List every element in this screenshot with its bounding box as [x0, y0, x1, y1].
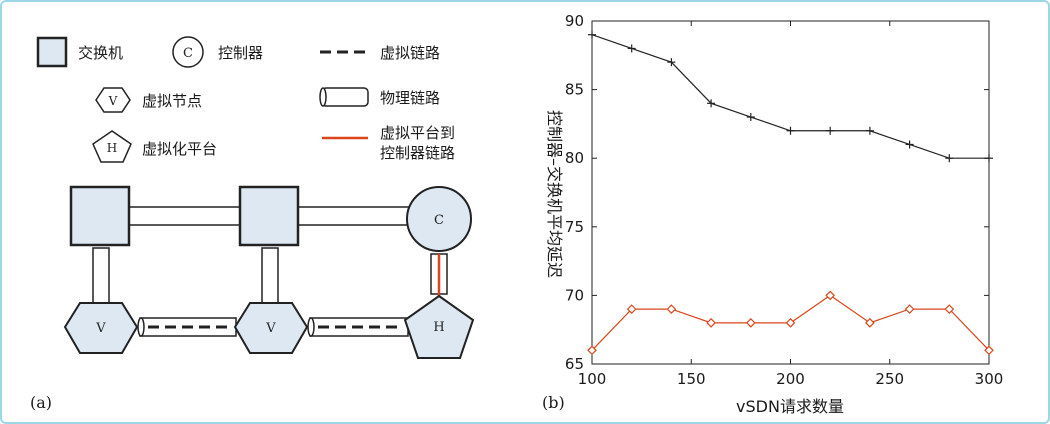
virtual-node-symbol: V [265, 321, 276, 336]
controller-node [406, 186, 472, 252]
virtual-node-symbol: V [95, 321, 106, 336]
series-line-1 [591, 34, 989, 159]
x-tick-label: 300 [975, 370, 1004, 388]
legend-physical-link-cap [319, 87, 327, 107]
x-tick-label: 150 [677, 370, 706, 388]
legend-virtual-node-icon [95, 87, 131, 113]
virtual-node [63, 302, 139, 354]
platform-node [403, 294, 475, 359]
physical-link [92, 247, 110, 305]
data-point [826, 126, 835, 135]
legend: 交换机 C 控制器 虚拟链路 V 虚拟节点 物理链路 H 虚拟化平台 虚拟平台到… [36, 36, 455, 163]
physical-link [261, 247, 279, 305]
network-diagram: C V V H [63, 185, 475, 359]
plot-area [591, 20, 990, 365]
y-axis-label: 控制器–交换机平均延迟 [545, 110, 564, 278]
data-point [746, 113, 755, 122]
data-point [588, 30, 596, 39]
data-point [667, 58, 676, 67]
platform-symbol: H [433, 320, 444, 335]
data-point [985, 154, 993, 163]
x-tick-label: 250 [875, 370, 904, 388]
data-point [865, 126, 874, 135]
panel-a-label: (a) [30, 393, 52, 412]
physical-link-cap [307, 317, 315, 337]
legend-virtual-link-label: 虚拟链路 [380, 44, 440, 62]
legend-switch-icon [36, 36, 68, 68]
physical-link [295, 206, 411, 226]
data-point [666, 304, 677, 314]
y-tick-label: 75 [565, 218, 584, 236]
data-point [706, 317, 716, 328]
data-point [945, 154, 954, 163]
legend-platform-symbol: H [107, 141, 117, 155]
legend-controller-icon [172, 36, 204, 68]
legend-controller-label: 控制器 [218, 44, 263, 62]
physical-link-cap [137, 317, 145, 337]
data-point [944, 304, 955, 314]
data-point [786, 126, 795, 135]
legend-physical-link-icon [321, 87, 369, 107]
data-point [626, 304, 637, 314]
data-point [984, 345, 994, 356]
x-tick-label: 100 [578, 370, 607, 388]
physical-link [127, 206, 243, 226]
y-tick-label: 80 [565, 149, 584, 167]
data-point [627, 44, 636, 53]
data-point [785, 317, 796, 328]
y-tick-label: 90 [565, 12, 584, 30]
data-point [587, 345, 597, 356]
legend-controller-symbol: C [183, 46, 193, 61]
legend-platform-controller-label-2: 控制器链路 [380, 144, 455, 162]
y-tick-label: 70 [565, 286, 584, 304]
switch-node [69, 185, 131, 247]
data-point [865, 317, 875, 328]
data-point [905, 140, 914, 149]
x-tick-label: 200 [776, 370, 805, 388]
switch-node [238, 185, 300, 247]
legend-switch-label: 交换机 [78, 44, 123, 62]
x-axis-label: vSDN请求数量 [736, 397, 844, 416]
data-point [745, 317, 756, 328]
data-point [825, 290, 836, 301]
delay-chart: vSDN请求数量 控制器–交换机平均延迟 100 150 200 250 300 65 70… [545, 12, 1003, 416]
data-point [707, 99, 716, 108]
data-point [904, 304, 915, 314]
panel-b-label: (b) [542, 393, 565, 412]
legend-physical-link-label: 物理链路 [380, 89, 440, 107]
controller-symbol: C [434, 213, 444, 228]
legend-virtual-node-label: 虚拟节点 [142, 92, 202, 110]
legend-platform-label: 虚拟化平台 [142, 140, 217, 158]
y-tick-label: 85 [565, 81, 584, 99]
virtual-node [233, 302, 309, 354]
y-tick-label: 65 [565, 355, 584, 373]
legend-virtual-node-symbol: V [108, 94, 118, 108]
legend-platform-icon [92, 130, 132, 163]
legend-platform-controller-label-1: 虚拟平台到 [380, 124, 455, 142]
